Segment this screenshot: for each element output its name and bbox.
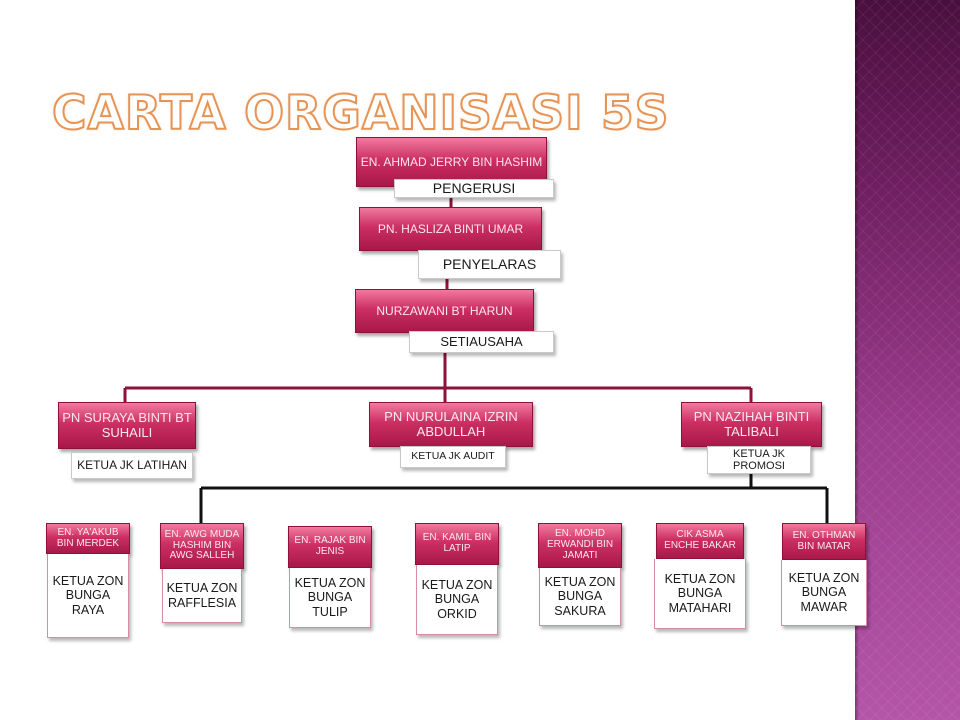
committee-head-latihan-role: KETUA JK LATIHAN xyxy=(71,452,193,479)
zone-head-2-name: EN. AWG MUDA HASHIM BIN AWG SALLEH xyxy=(160,523,244,569)
zone-head-4-name: EN. KAMIL BIN LATIP xyxy=(415,523,499,565)
zone-head-1-name: EN. YA'AKUB BIN MERDEK xyxy=(46,523,130,554)
zone-head-5-name: EN. MOHD ERWANDI BIN JAMATI xyxy=(538,523,622,568)
zone-head-7-name: EN. OTHMAN BIN MATAR xyxy=(782,523,866,560)
zone-head-7-role: KETUA ZON BUNGA MAWAR xyxy=(781,560,867,626)
zone-head-3-name: EN. RAJAK BIN JENIS xyxy=(288,526,372,568)
zone-head-6-role: KETUA ZON BUNGA MATAHARI xyxy=(654,559,746,629)
committee-head-audit-role: KETUA JK AUDIT xyxy=(400,446,506,468)
chairman-role-box: PENGERUSI xyxy=(394,179,554,198)
secretary-role-box: SETIAUSAHA xyxy=(409,331,554,353)
zone-head-5-role: KETUA ZON BUNGA SAKURA xyxy=(539,568,621,626)
zone-head-1-role: KETUA ZON BUNGA RAYA xyxy=(47,554,129,638)
zone-head-2-role: KETUA ZON RAFFLESIA xyxy=(162,569,242,623)
chairman-name-box: EN. AHMAD JERRY BIN HASHIM xyxy=(356,137,547,187)
zone-head-3-role: KETUA ZON BUNGA TULIP xyxy=(289,568,371,628)
committee-head-audit-name: PN NURULAINA IZRIN ABDULLAH xyxy=(369,402,533,447)
committee-head-promosi-role: KETUA JK PROMOSI xyxy=(707,446,811,474)
page-title: CARTA ORGANISASI 5S xyxy=(51,86,670,141)
coordinator-name-box: PN. HASLIZA BINTI UMAR xyxy=(359,207,542,251)
secretary-name-box: NURZAWANI BT HARUN xyxy=(355,289,534,333)
committee-head-promosi-name: PN NAZIHAH BINTI TALIBALI xyxy=(681,402,822,447)
coordinator-role-box: PENYELARAS xyxy=(418,250,561,279)
committee-head-latihan-name: PN SURAYA BINTI BT SUHAILI xyxy=(58,402,196,449)
zone-head-4-role: KETUA ZON BUNGA ORKID xyxy=(416,565,498,635)
zone-head-6-name: CIK ASMA ENCHE BAKAR xyxy=(656,523,744,559)
side-decoration-band xyxy=(855,0,960,720)
